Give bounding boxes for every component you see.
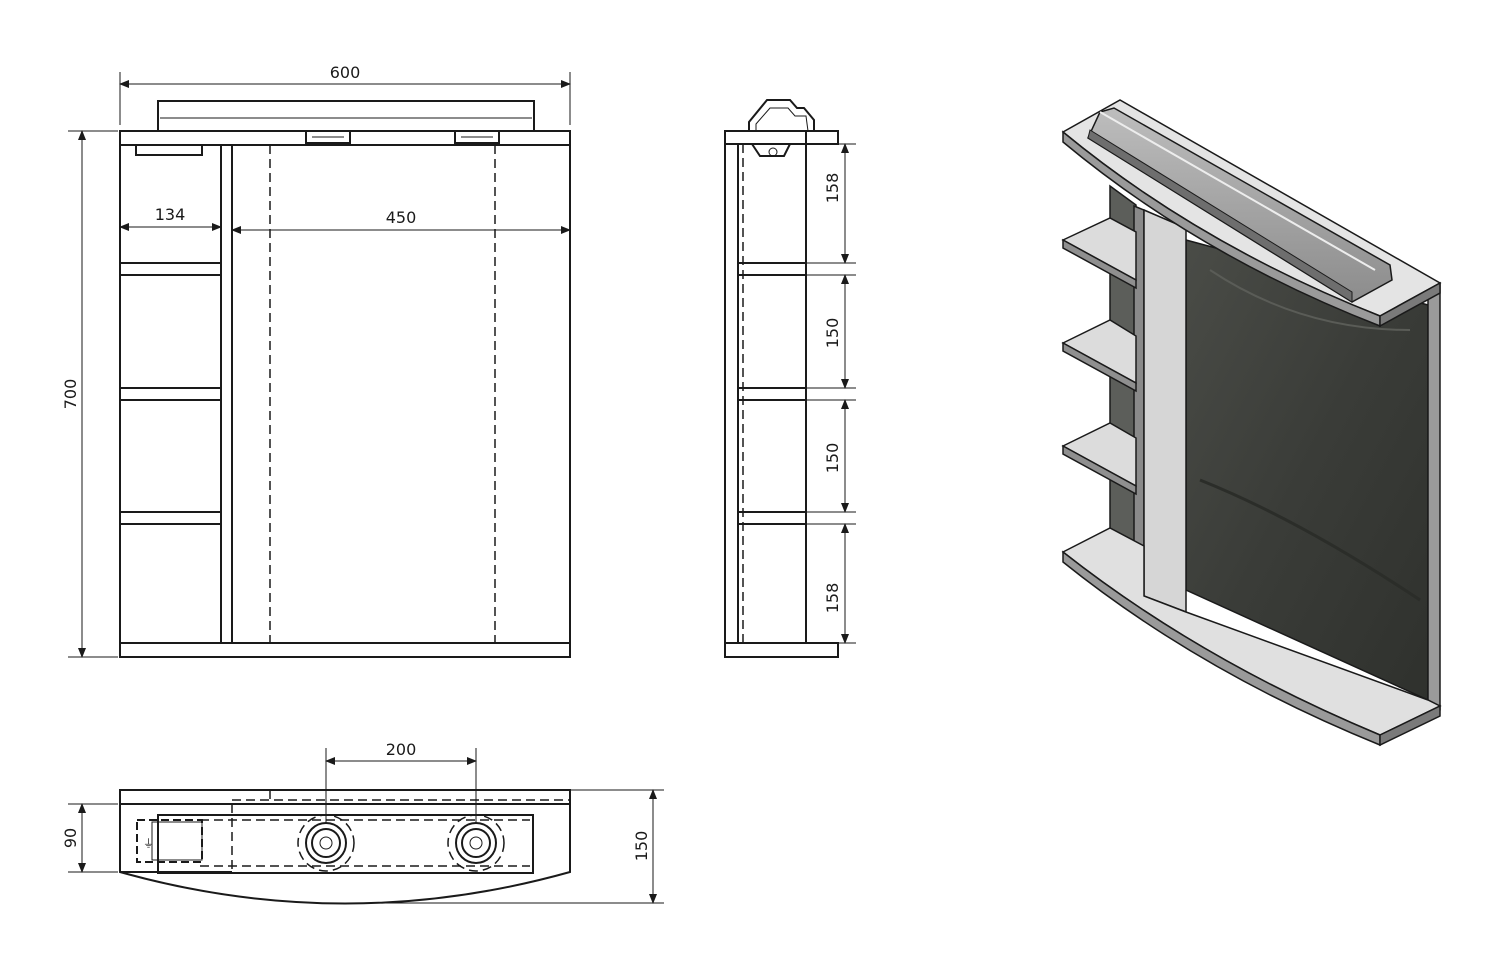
isometric-view — [1061, 99, 1442, 747]
top-view: ⏚ 200 90 150 — [61, 740, 664, 905]
top-inner-depth-label: 90 — [61, 828, 80, 848]
top-total-depth-label: 150 — [632, 831, 651, 862]
side-spacing-label-2: 150 — [823, 318, 842, 349]
side-spacing-label-1: 158 — [823, 173, 842, 204]
front-shelf-width-label: 134 — [155, 205, 186, 224]
side-view: 158 150 150 158 — [724, 99, 856, 658]
front-view: 600 700 134 — [61, 63, 571, 658]
front-mirror-width-label: 450 — [386, 208, 417, 227]
front-height-label: 700 — [61, 379, 80, 410]
top-light-spacing-label: 200 — [386, 740, 417, 759]
side-spacing-label-3: 150 — [823, 443, 842, 474]
front-width-label: 600 — [330, 63, 361, 82]
side-spacing-label-4: 158 — [823, 583, 842, 614]
socket-icon: ⏚ — [143, 837, 154, 850]
